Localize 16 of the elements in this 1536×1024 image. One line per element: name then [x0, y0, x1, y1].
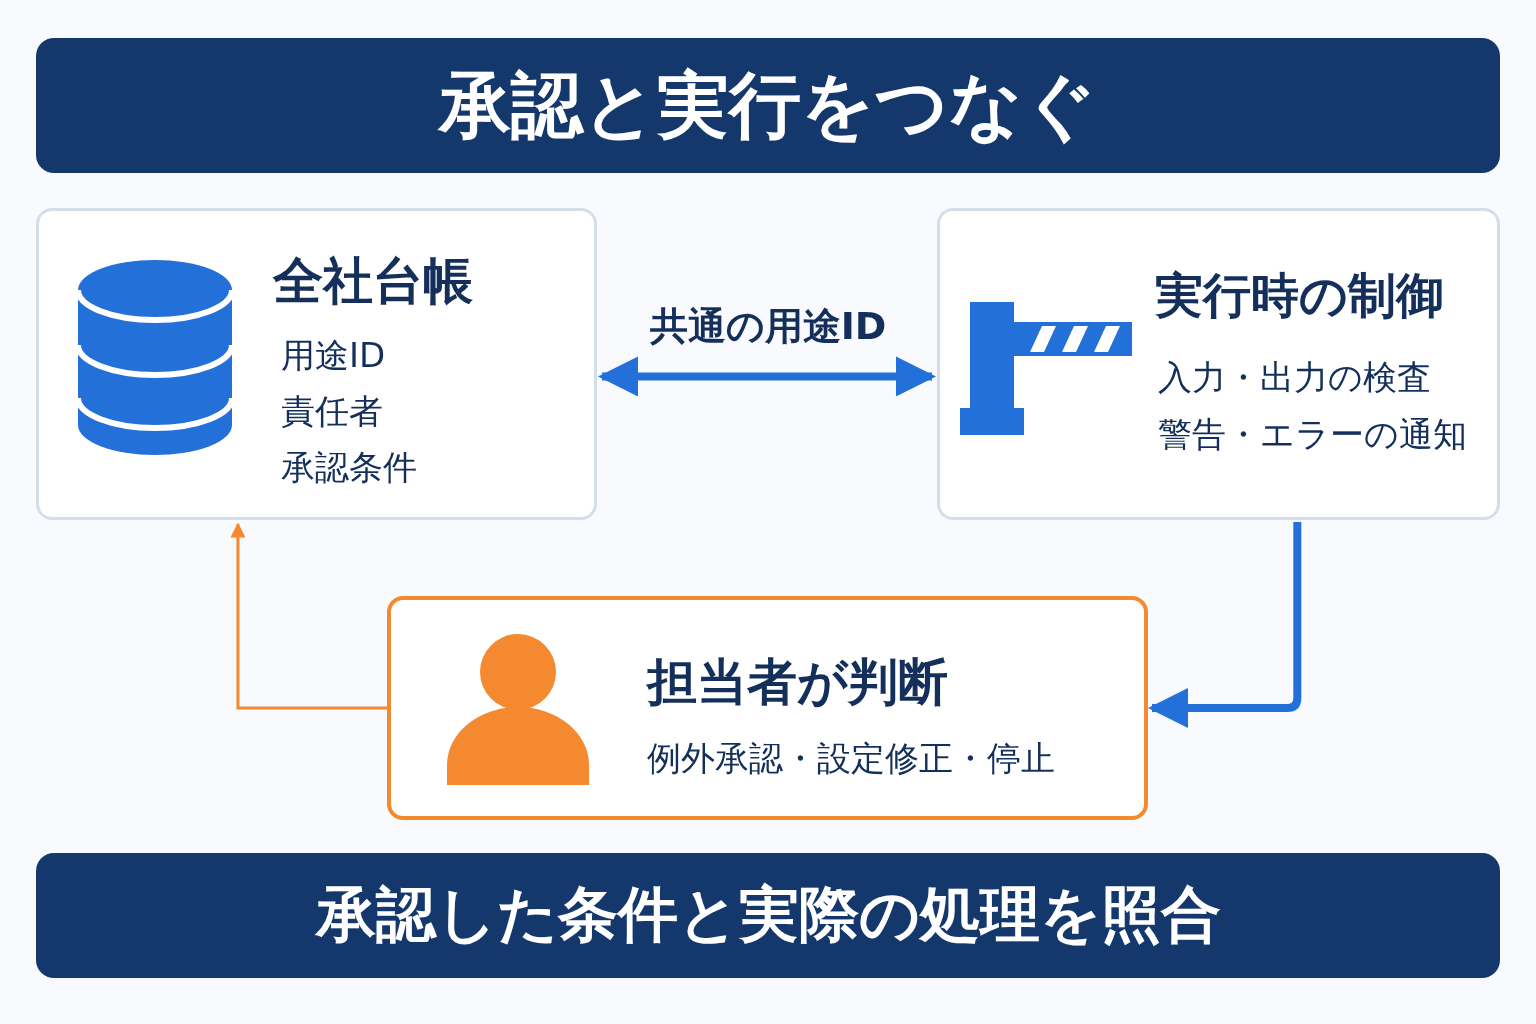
card-heading: 全社台帳 [273, 251, 473, 311]
card-item: 例外承認・設定修正・停止 [647, 738, 1055, 779]
card [387, 596, 1148, 820]
card-item: 用途ID [281, 335, 386, 376]
card-item: 入力・出力の検査 [1158, 357, 1431, 398]
card-heading: 実行時の制御 [1155, 267, 1444, 325]
arrow [230, 522, 387, 710]
card-item: 警告・エラーの通知 [1158, 414, 1467, 455]
card-heading: 担当者が判断 [647, 652, 948, 712]
arrow [598, 356, 936, 397]
arrow [1148, 522, 1302, 728]
card-item: 承認条件 [281, 447, 417, 488]
caption-banner: 承認した条件と実際の処理を照合 [36, 853, 1500, 978]
title-banner: 承認と実行をつなぐ [36, 38, 1500, 173]
card-item: 責任者 [281, 391, 383, 432]
card [937, 208, 1500, 520]
